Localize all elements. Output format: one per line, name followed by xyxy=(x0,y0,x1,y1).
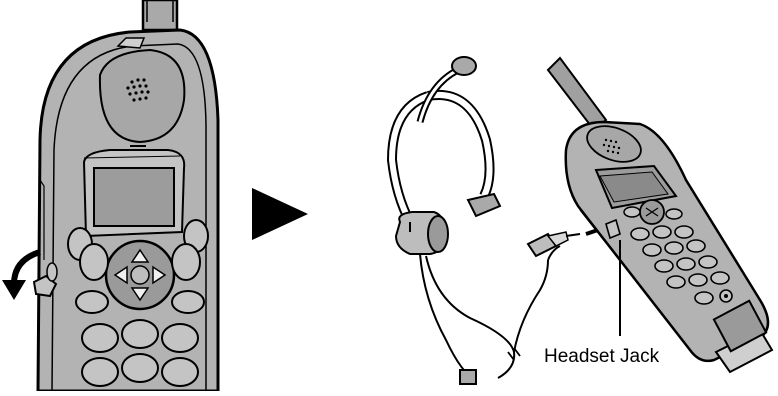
display-screen xyxy=(94,168,174,226)
headset-jack-label: Headset Jack xyxy=(544,346,660,367)
earpiece xyxy=(100,50,184,142)
head-pad xyxy=(468,194,500,216)
arrow-right-icon xyxy=(252,188,308,240)
handset-closeup xyxy=(34,0,218,391)
curved-arrow-icon xyxy=(2,252,40,300)
headset xyxy=(392,57,560,384)
microphone xyxy=(452,57,476,75)
antenna-right xyxy=(548,58,606,130)
handset-keypad xyxy=(548,58,772,372)
antenna xyxy=(143,0,177,30)
